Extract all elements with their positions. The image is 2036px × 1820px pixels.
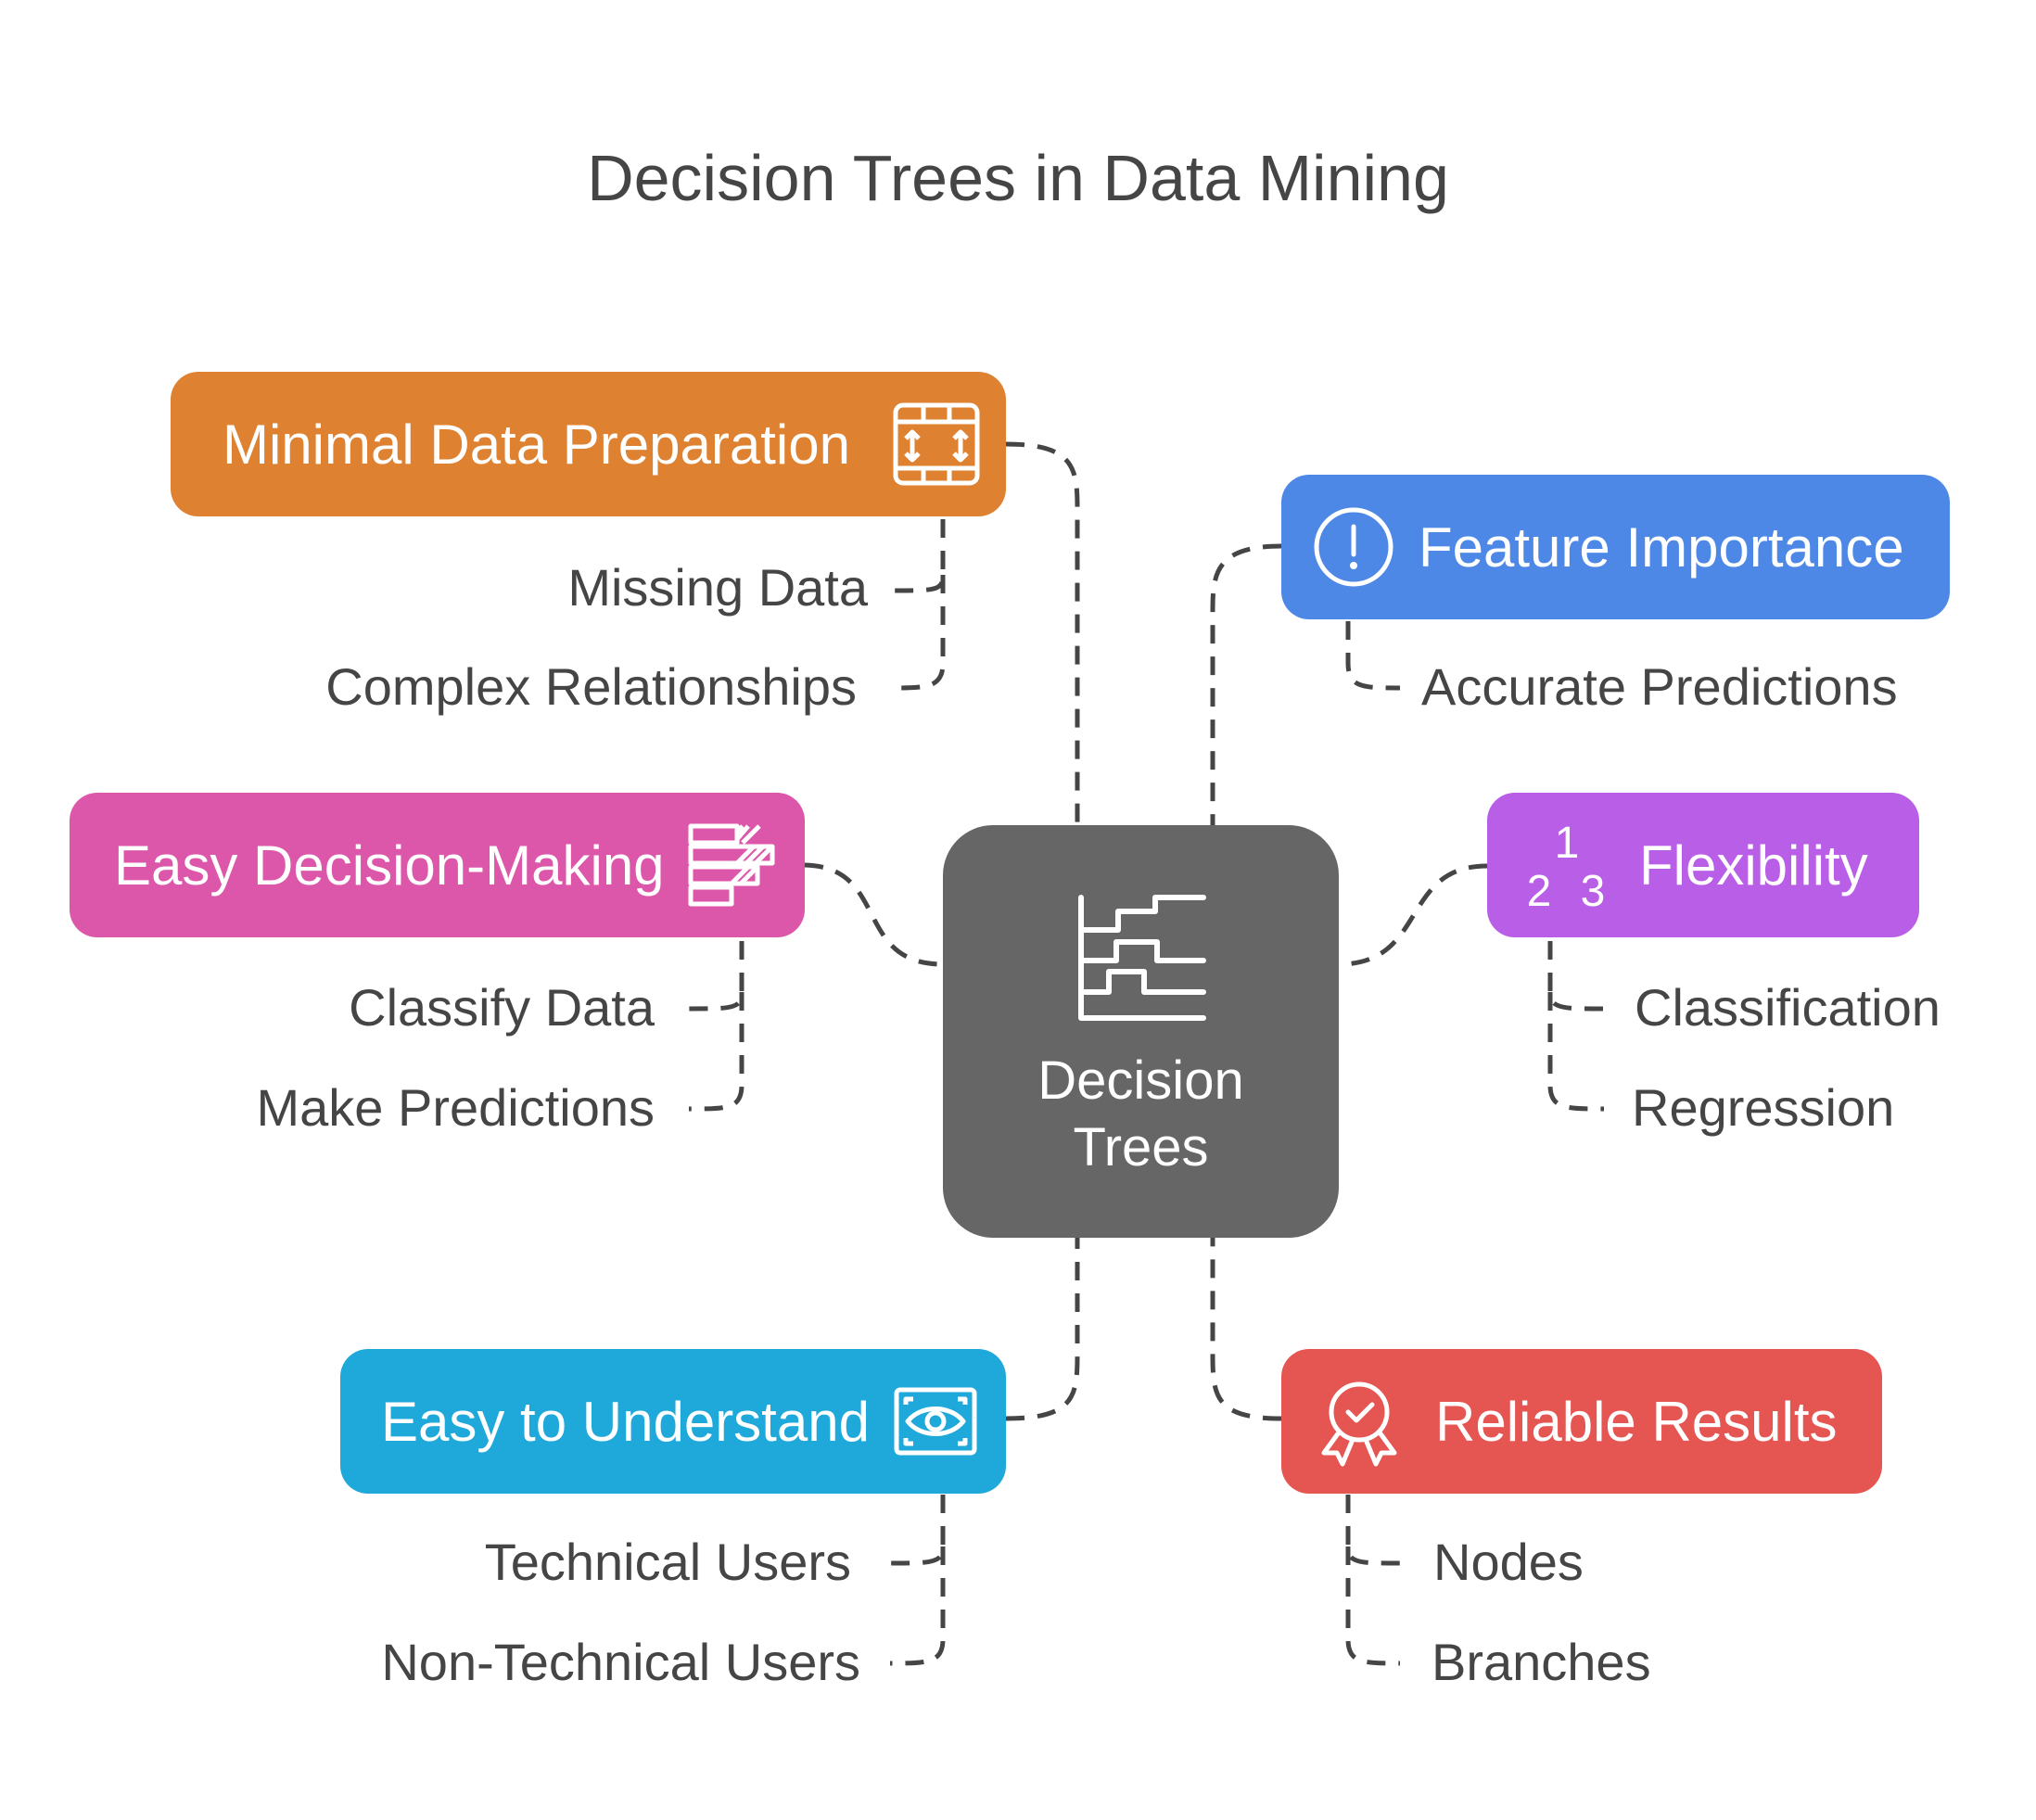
- connector-technical: [889, 1495, 946, 1566]
- award-badge-icon: [1321, 1381, 1397, 1467]
- exclamation-circle-icon: [1314, 507, 1393, 587]
- item-make-predictions: Make Predictions: [256, 1078, 655, 1137]
- numbers-123-icon: 1 2 3: [1527, 819, 1606, 911]
- striped-bars-icon: [688, 823, 775, 907]
- node-feature-importance: Feature Importance: [1281, 475, 1950, 619]
- node-flexibility: 1 2 3 Flexibility: [1487, 793, 1919, 937]
- node-reliable-results: Reliable Results: [1281, 1349, 1882, 1494]
- eye-frame-icon: [894, 1387, 977, 1456]
- center-label-line1: Decision: [1037, 1050, 1244, 1111]
- connector-easy-decision: [804, 862, 944, 967]
- connector-understand: [1005, 1238, 1080, 1421]
- item-classify-data: Classify Data: [349, 978, 655, 1037]
- item-branches: Branches: [1432, 1633, 1651, 1691]
- item-regression: Regression: [1632, 1078, 1895, 1137]
- diagram-title: Decision Trees in Data Mining: [587, 142, 1449, 214]
- node-label: Easy to Understand: [381, 1390, 870, 1453]
- node-label: Minimal Data Preparation: [223, 413, 850, 476]
- item-missing-data: Missing Data: [567, 558, 868, 617]
- item-nodes: Nodes: [1433, 1533, 1584, 1591]
- node-label: Reliable Results: [1435, 1390, 1838, 1453]
- node-label: Feature Importance: [1419, 515, 1904, 579]
- item-classification: Classification: [1635, 978, 1941, 1037]
- table-resize-icon: [893, 402, 980, 486]
- connector-reliable: [1210, 1238, 1282, 1421]
- node-easy-to-understand: Easy to Understand: [340, 1349, 1006, 1494]
- item-non-technical-users: Non-Technical Users: [381, 1633, 860, 1691]
- connector-nodes: [1345, 1495, 1401, 1566]
- connector-classify: [688, 941, 744, 1012]
- connector-minimal: [1005, 441, 1080, 825]
- node-minimal-data-preparation: Minimal Data Preparation: [171, 372, 1006, 516]
- icon-digit-2: 2: [1527, 867, 1552, 911]
- node-easy-decision-making: Easy Decision-Making: [70, 793, 805, 937]
- icon-digit-3: 3: [1581, 867, 1606, 911]
- step-chart-icon: [1077, 895, 1206, 1021]
- center-label-line2: Trees: [1073, 1117, 1209, 1177]
- item-complex-relationships: Complex Relationships: [325, 657, 857, 716]
- connector-flexibility: [1338, 863, 1488, 967]
- center-label: Decision Trees: [1037, 1048, 1243, 1181]
- icon-digit-1: 1: [1555, 819, 1580, 868]
- node-label: Easy Decision-Making: [114, 834, 665, 897]
- item-accurate-predictions: Accurate Predictions: [1421, 657, 1898, 716]
- connector-feature: [1210, 543, 1282, 825]
- connector-accurate: [1345, 621, 1401, 691]
- node-label: Flexibility: [1639, 834, 1868, 897]
- connector-classification: [1547, 941, 1605, 1012]
- item-technical-users: Technical Users: [484, 1533, 851, 1591]
- connector-missing-data: [889, 519, 946, 593]
- center-node: Decision Trees: [943, 825, 1339, 1238]
- connector-complex: [889, 575, 946, 691]
